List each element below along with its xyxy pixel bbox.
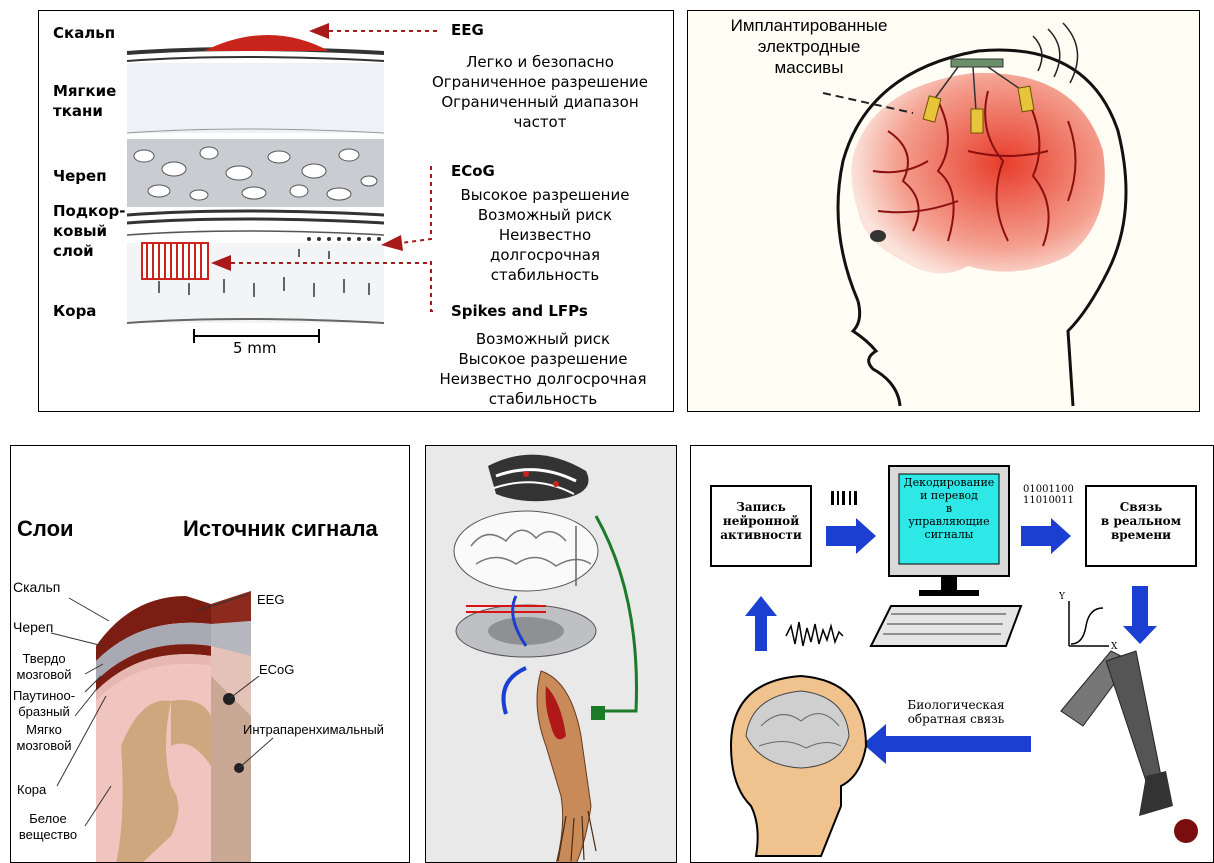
microelectrode-array	[142, 243, 208, 279]
eeg-electrode-bump	[204, 35, 329, 51]
arrow-feedback	[863, 724, 1031, 764]
layer-arachnoid: Паутиноо- бразный	[11, 688, 77, 720]
axis-y-label: Y	[1059, 592, 1065, 602]
implanted-arrays-label: Имплантированные электродные массивы	[694, 15, 924, 78]
layer-dura: Твердо мозговой	[11, 651, 77, 683]
label-biofeedback: Биологическая обратная связь	[881, 698, 1031, 726]
panel-neural-loop	[425, 445, 677, 863]
box-record-neural: Запись нейронной активности	[713, 500, 809, 542]
spikes-description: Возможный риск Высокое разрешение Неизве…	[415, 329, 671, 409]
binary-code: 01001100 11010011	[1023, 484, 1074, 506]
layer-skull: Череп	[13, 619, 53, 635]
ecog-description: Высокое разрешение Возможный риск Неизве…	[425, 185, 665, 285]
arrow-brain-to-record	[745, 596, 777, 651]
label-subdural: Подкор- ковый слой	[53, 201, 125, 261]
source-intraparenchymal: Интрапаренхимальный	[243, 722, 384, 737]
source-ecog: ECoG	[259, 662, 294, 677]
layers-title: Слои	[17, 516, 74, 542]
arrow-decode-to-realtime	[1021, 518, 1071, 554]
spikes-title: Spikes and LFPs	[451, 301, 588, 321]
label-cortex: Кора	[53, 301, 96, 321]
arrow-record-to-decode	[826, 518, 876, 554]
layer-white-matter: Белое вещество	[13, 811, 83, 843]
arrow-realtime-to-arm	[1123, 586, 1157, 644]
eeg-description: Легко и безопасно Ограниченное разрешени…	[409, 52, 671, 132]
eeg-title: EEG	[451, 20, 484, 40]
neural-pathway-illustration	[426, 446, 677, 863]
panel-bci-loop: Запись нейронной активности Декодировани…	[690, 445, 1214, 863]
label-scalp: Скальп	[53, 23, 115, 43]
panel-recording-layers: Скальп Мягкие ткани Череп Подкор- ковый …	[38, 10, 674, 412]
axis-x-label: X	[1111, 642, 1117, 652]
panel-implanted-arrays: Имплантированные электродные массивы	[687, 10, 1200, 412]
label-soft-tissue: Мягкие ткани	[53, 81, 116, 121]
scale-label: 5 mm	[233, 338, 277, 358]
box-decode-translate: Декодирование и перевод в управляющие си…	[899, 476, 999, 541]
layer-pia: Мягко мозговой	[11, 722, 77, 754]
layer-scalp: Скальп	[13, 579, 60, 595]
ecog-title: ECoG	[451, 161, 495, 181]
layer-cortex: Кора	[17, 782, 46, 797]
source-eeg: EEG	[257, 592, 284, 607]
label-skull: Череп	[53, 166, 107, 186]
box-realtime-link: Связь в реальном времени	[1088, 500, 1194, 542]
signal-source-title: Источник сигнала	[183, 516, 378, 542]
panel-signal-sources: Слои Источник сигнала Скальп Череп Тверд…	[10, 445, 410, 863]
